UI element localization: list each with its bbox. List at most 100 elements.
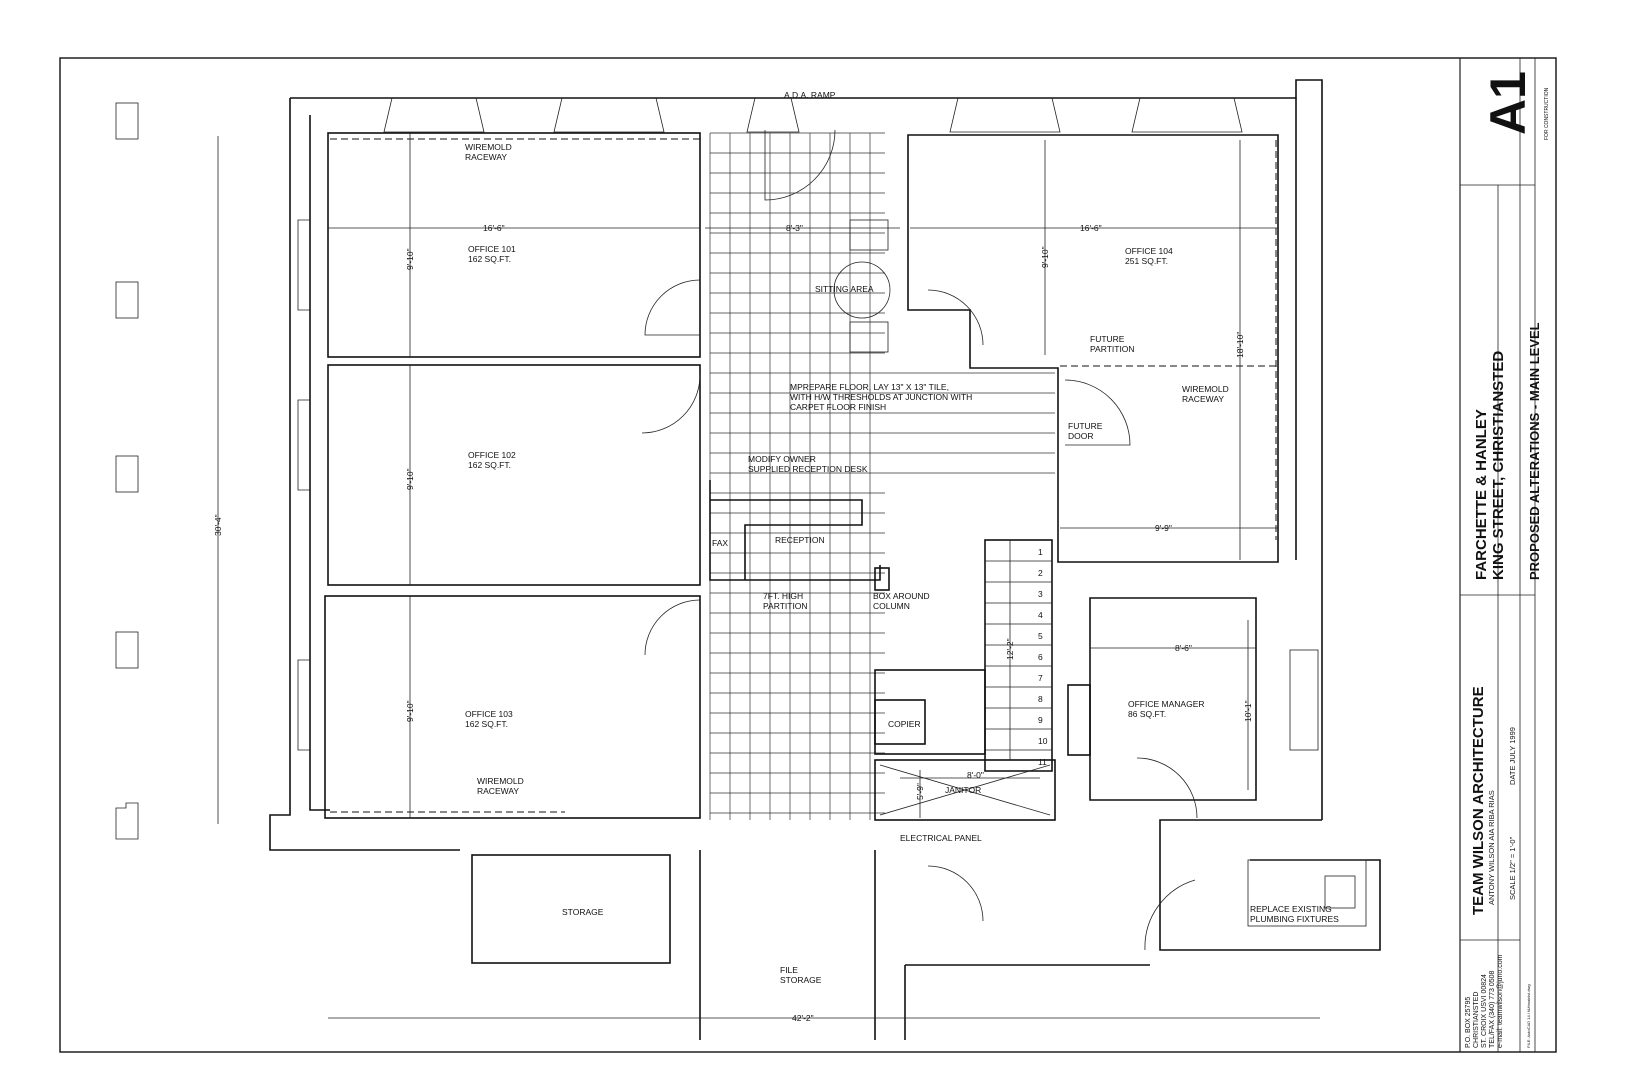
file-reference: FILE: AutoCAD 14 / f&Hmainlvl.dwg bbox=[1526, 984, 1531, 1048]
office-102-area: 162 SQ.FT. bbox=[468, 460, 511, 470]
principal-name: ANTONY WILSON AIA RIBA RIAS bbox=[1487, 790, 1496, 905]
sitting-area-label: SITTING AREA bbox=[815, 284, 874, 294]
stair-number: 4 bbox=[1038, 610, 1043, 620]
title-block-frame bbox=[1459, 58, 1536, 1052]
stair-number: 5 bbox=[1038, 631, 1043, 641]
ada-ramp-label: A.D.A. RAMP bbox=[784, 90, 836, 100]
dimension-lines bbox=[217, 133, 1320, 1019]
dim-office-manager-width: 8'-6" bbox=[1175, 643, 1192, 653]
floor-note-3: CARPET FLOOR FINISH bbox=[790, 402, 886, 412]
box-column-label-2: COLUMN bbox=[873, 601, 910, 611]
exterior-walls bbox=[269, 79, 1381, 951]
plumbing-fixtures bbox=[1247, 649, 1367, 927]
dim-office104-height-right: 18'-10" bbox=[1235, 332, 1245, 358]
future-door-label-2: DOOR bbox=[1068, 431, 1094, 441]
dim-office104-height-left: 9'-10" bbox=[1040, 246, 1050, 268]
wiremold-bottom-label-2: RACEWAY bbox=[477, 786, 519, 796]
office-104-walls bbox=[907, 134, 1279, 563]
office-103-area: 162 SQ.FT. bbox=[465, 719, 508, 729]
sheet-number: A1 bbox=[1480, 71, 1536, 135]
stair-number: 9 bbox=[1038, 715, 1043, 725]
storage-label: STORAGE bbox=[562, 907, 604, 917]
storage-rooms bbox=[471, 850, 1150, 1040]
future-partition-label-1: FUTURE bbox=[1090, 334, 1125, 344]
address-line-3: ST. CROIX USVI 00824 bbox=[1481, 974, 1488, 1048]
copier-room bbox=[874, 669, 986, 755]
dim-office104-lower-width: 9'-9" bbox=[1155, 523, 1172, 533]
janitor-room bbox=[874, 759, 1056, 821]
left-windows bbox=[297, 219, 310, 751]
office-103-name: OFFICE 103 bbox=[465, 709, 513, 719]
dim-office104-width: 16'-6" bbox=[1080, 223, 1102, 233]
wiremold-right-label-1: WIREMOLD bbox=[1182, 384, 1229, 394]
stair-number: 2 bbox=[1038, 568, 1043, 578]
office-104-name: OFFICE 104 bbox=[1125, 246, 1173, 256]
copier-label: COPIER bbox=[888, 719, 921, 729]
stair-number: 3 bbox=[1038, 589, 1043, 599]
dim-janitor-height: 5'-9" bbox=[915, 783, 925, 800]
dim-office-manager-height: 10'-1" bbox=[1243, 700, 1253, 722]
future-partition-label-2: PARTITION bbox=[1090, 344, 1135, 354]
office-103-walls bbox=[324, 595, 701, 819]
office-101-area: 162 SQ.FT. bbox=[468, 254, 511, 264]
dim-office101-width: 16'-6" bbox=[483, 223, 505, 233]
plumbing-label-2: PLUMBING FIXTURES bbox=[1250, 914, 1339, 924]
office-104-area: 251 SQ.FT. bbox=[1125, 256, 1168, 266]
scale-label: SCALE 1/2" = 1'-0" bbox=[1508, 836, 1517, 900]
wiremold-bottom-label-1: WIREMOLD bbox=[477, 776, 524, 786]
title-block: A1 FOR CONSTRUCTION FARCHETTE & HANLEY K… bbox=[1465, 71, 1550, 1048]
dimension-labels: 16'-6" 8'-3" 16'-6" 9'-9" 8'-6" 8'-0" 42… bbox=[213, 223, 1253, 1023]
firm-name: TEAM WILSON ARCHITECTURE bbox=[1470, 686, 1487, 915]
stair-number: 1 bbox=[1038, 547, 1043, 557]
office-101-walls bbox=[327, 132, 701, 358]
partition-label-2: PARTITION bbox=[763, 601, 808, 611]
office-102-name: OFFICE 102 bbox=[468, 450, 516, 460]
stair-number: 11 bbox=[1038, 757, 1047, 767]
desk-note-1: MODIFY OWNER bbox=[748, 454, 816, 464]
dim-office101-height: 9'-10" bbox=[405, 248, 415, 270]
electrical-panel-label: ELECTRICAL PANEL bbox=[900, 833, 982, 843]
file-storage-label-2: STORAGE bbox=[780, 975, 822, 985]
sheet-border bbox=[59, 57, 1557, 1053]
fax-label: FAX bbox=[712, 538, 728, 548]
reception-desk bbox=[709, 480, 890, 591]
office-102-walls bbox=[327, 364, 701, 586]
site-markers bbox=[115, 102, 139, 840]
stair-treads: 1 2 3 4 5 6 7 8 9 10 11 bbox=[984, 539, 1053, 772]
dim-overall-width: 42'-2" bbox=[792, 1013, 814, 1023]
door-swings bbox=[641, 129, 1198, 951]
office-manager-area: 86 SQ.FT. bbox=[1128, 709, 1166, 719]
office-manager-name: OFFICE MANAGER bbox=[1128, 699, 1205, 709]
partition-label-1: 7FT. HIGH bbox=[763, 591, 803, 601]
address-line-1: P.O. BOX 25795 bbox=[1465, 997, 1472, 1048]
wiremold-right-label-2: RACEWAY bbox=[1182, 394, 1224, 404]
date-label: DATE JULY 1999 bbox=[1508, 727, 1517, 785]
address-line-4: TEL/FAX (340) 773 0508 bbox=[1489, 970, 1496, 1048]
reception-label: RECEPTION bbox=[775, 535, 825, 545]
dim-overall-height: 30'-4" bbox=[213, 514, 223, 536]
dim-janitor-width: 8'-0" bbox=[967, 770, 984, 780]
address-line-5: e-mail: teamwilson@juno.com bbox=[1497, 954, 1504, 1048]
office-101-name: OFFICE 101 bbox=[468, 244, 516, 254]
top-windows bbox=[383, 97, 1243, 133]
stair-number: 7 bbox=[1038, 673, 1043, 683]
box-column-label-1: BOX AROUND bbox=[873, 591, 930, 601]
room-labels: A.D.A. RAMP WIREMOLD RACEWAY OFFICE 101 … bbox=[465, 90, 1339, 985]
wiremold-top-label-1: WIREMOLD bbox=[465, 142, 512, 152]
dim-office103-height: 9'-10" bbox=[405, 700, 415, 722]
stair-number: 8 bbox=[1038, 694, 1043, 704]
desk-note-2: SUPPLIED RECEPTION DESK bbox=[748, 464, 868, 474]
floor-note-1: MPREPARE FLOOR, LAY 13" X 13" TILE, bbox=[790, 382, 949, 392]
project-location: KING STREET, CHRISTIANSTED bbox=[1490, 351, 1507, 580]
stair-number: 10 bbox=[1038, 736, 1048, 746]
for-construction: FOR CONSTRUCTION bbox=[1544, 87, 1550, 140]
floor-note-2: WITH H/W THRESHOLDS AT JUNCTION WITH bbox=[790, 392, 972, 402]
dim-office102-height: 9'-10" bbox=[405, 468, 415, 490]
stair-number: 6 bbox=[1038, 652, 1043, 662]
sitting-area-furniture bbox=[833, 219, 891, 353]
tile-grid bbox=[709, 132, 1055, 820]
dim-stair-run: 12'-2" bbox=[1005, 638, 1015, 660]
office-manager-walls bbox=[1067, 597, 1257, 801]
dim-corridor-width: 8'-3" bbox=[786, 223, 803, 233]
